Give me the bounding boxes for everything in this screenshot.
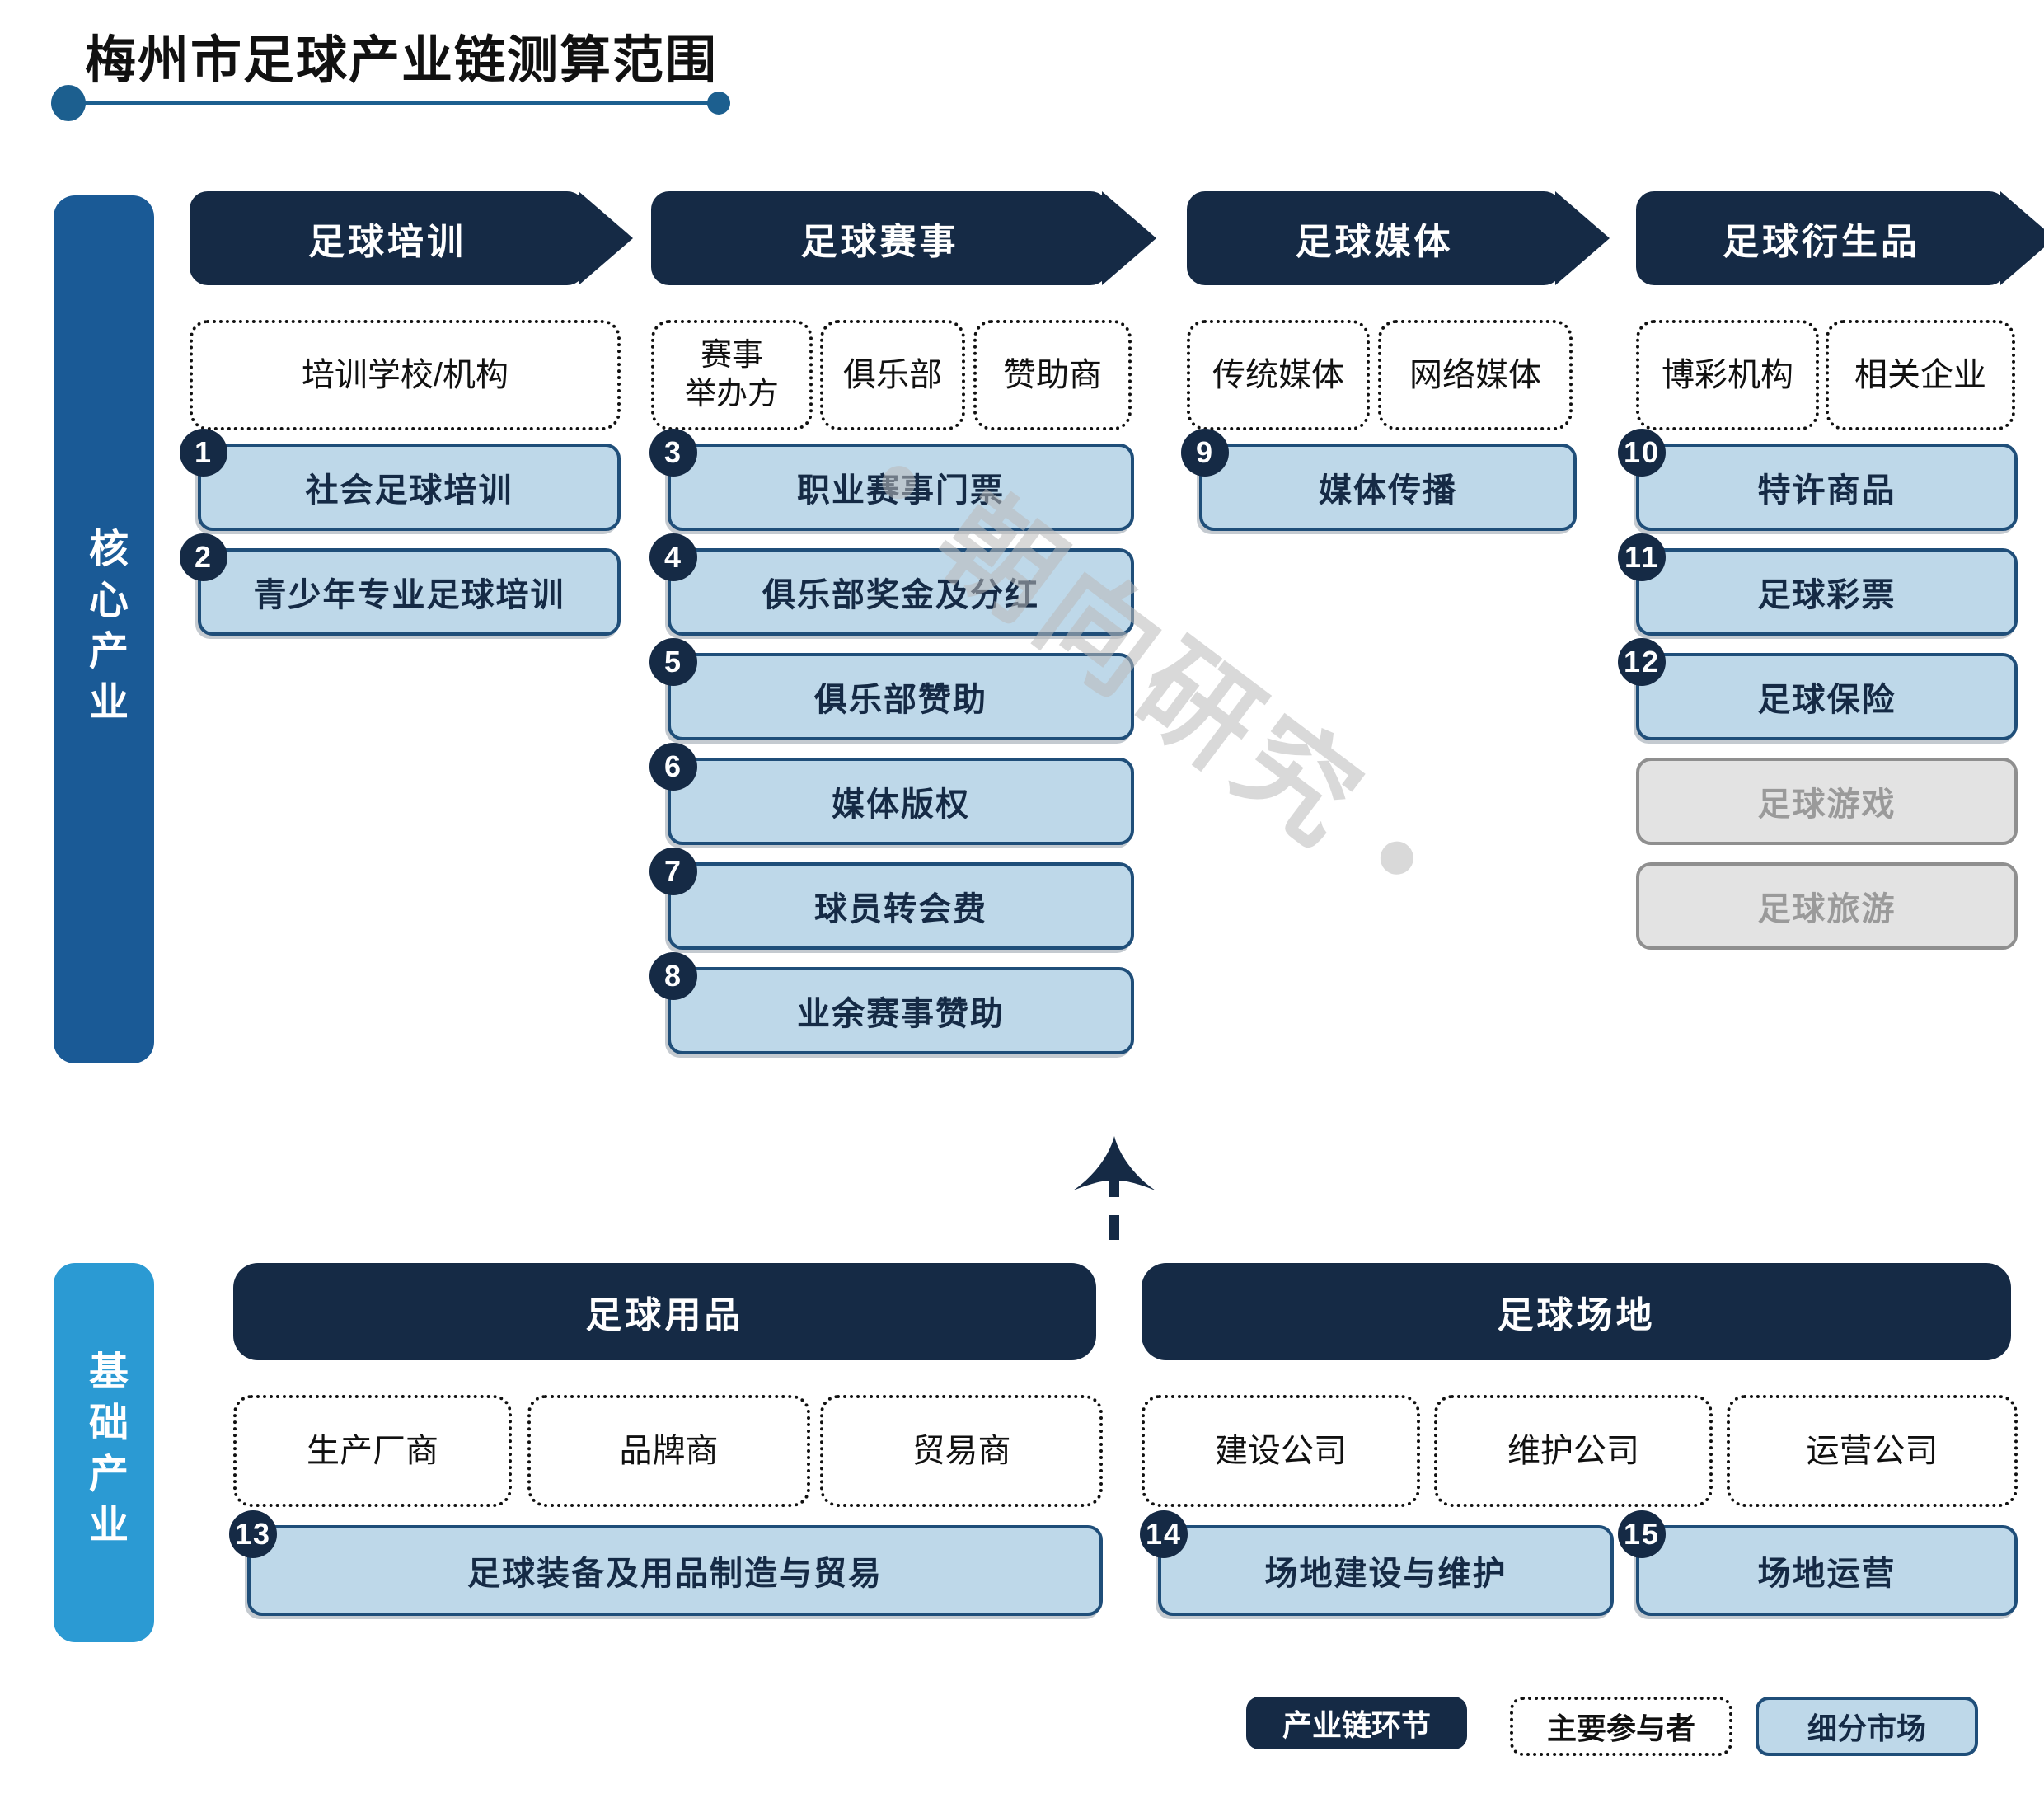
market-player-transfer-fees: 7 球员转会费 [649,848,1134,950]
market-licensed-merchandise: 10 特许商品 [1618,429,2018,531]
base-industry-label: 基础产业 [82,1350,126,1555]
header-football-events: 足球赛事 [651,191,1156,285]
market-social-football-training: 1 社会足球培训 [180,429,621,531]
market-football-insurance: 12 足球保险 [1618,638,2018,740]
market-number: 8 [649,952,697,1000]
market-football-games-excluded: 足球游戏 [1636,758,2018,845]
market-number: 6 [649,743,697,791]
chevron-tip [2000,191,2044,285]
legend-segment-market: 细分市场 [1756,1697,1978,1756]
participant-betting-org: 博彩机构 [1636,320,1819,430]
market-media-broadcast: 9 媒体传播 [1181,429,1577,531]
market-pro-match-tickets: 3 职业赛事门票 [649,429,1134,531]
chevron-tip [1102,191,1156,285]
market-number: 4 [649,533,697,581]
header-football-media: 足球媒体 [1187,191,1610,285]
legend-main-participant: 主要参与者 [1510,1697,1732,1756]
up-arrow-icon [1073,1136,1156,1240]
chevron-tip [579,191,633,285]
market-number: 12 [1618,638,1666,686]
market-number: 2 [180,533,227,581]
market-number: 9 [1181,429,1229,477]
core-industry-sidebar: 核心产业 [54,195,154,1063]
market-football-lottery: 11 足球彩票 [1618,533,2018,636]
base-industry-sidebar: 基础产业 [54,1263,154,1642]
participant-brand: 品牌商 [527,1395,810,1507]
legend-chain-link: 产业链环节 [1246,1697,1467,1749]
market-youth-pro-training: 2 青少年专业足球培训 [180,533,621,636]
participant-trader: 贸易商 [820,1395,1103,1507]
market-number: 15 [1618,1510,1666,1558]
market-number: 13 [229,1510,277,1558]
participant-related-company: 相关企业 [1826,320,2015,430]
participant-maintenance-company: 维护公司 [1434,1395,1713,1507]
market-number: 1 [180,429,227,477]
market-equipment-manufacturing-trade: 13 足球装备及用品制造与贸易 [229,1510,1103,1616]
market-number: 14 [1140,1510,1188,1558]
participant-operating-company: 运营公司 [1727,1395,2018,1507]
header-football-training: 足球培训 [190,191,633,285]
market-football-tourism-excluded: 足球旅游 [1636,862,2018,950]
header-football-venues: 足球场地 [1142,1263,2011,1360]
participant-training-school: 培训学校/机构 [190,320,621,430]
market-number: 5 [649,638,697,686]
participant-sponsor: 赞助商 [973,320,1132,430]
participant-event-organizer: 赛事 举办方 [651,320,813,430]
participant-construction-company: 建设公司 [1142,1395,1420,1507]
market-media-rights: 6 媒体版权 [649,743,1134,845]
participant-manufacturer: 生产厂商 [233,1395,512,1507]
market-number: 3 [649,429,697,477]
header-football-derivatives: 足球衍生品 [1636,191,2044,285]
participant-traditional-media: 传统媒体 [1187,320,1370,430]
chevron-tip [1555,191,1610,285]
market-number: 7 [649,848,697,895]
market-club-prize-dividends: 4 俱乐部奖金及分红 [649,533,1134,636]
market-amateur-event-sponsorship: 8 业余赛事赞助 [649,952,1134,1054]
market-venue-operation: 15 场地运营 [1618,1510,2018,1616]
title-underline-right-dot [707,92,730,115]
participant-club: 俱乐部 [820,320,965,430]
page-title: 梅州市足球产业链测算范围 [85,32,719,89]
title-underline [69,101,720,105]
participant-online-media: 网络媒体 [1378,320,1573,430]
header-football-goods: 足球用品 [233,1263,1096,1360]
market-venue-construction-maintenance: 14 场地建设与维护 [1140,1510,1614,1616]
market-number: 11 [1618,533,1666,581]
core-industry-label: 核心产业 [82,527,126,732]
market-number: 10 [1618,429,1666,477]
market-club-sponsorship: 5 俱乐部赞助 [649,638,1134,740]
